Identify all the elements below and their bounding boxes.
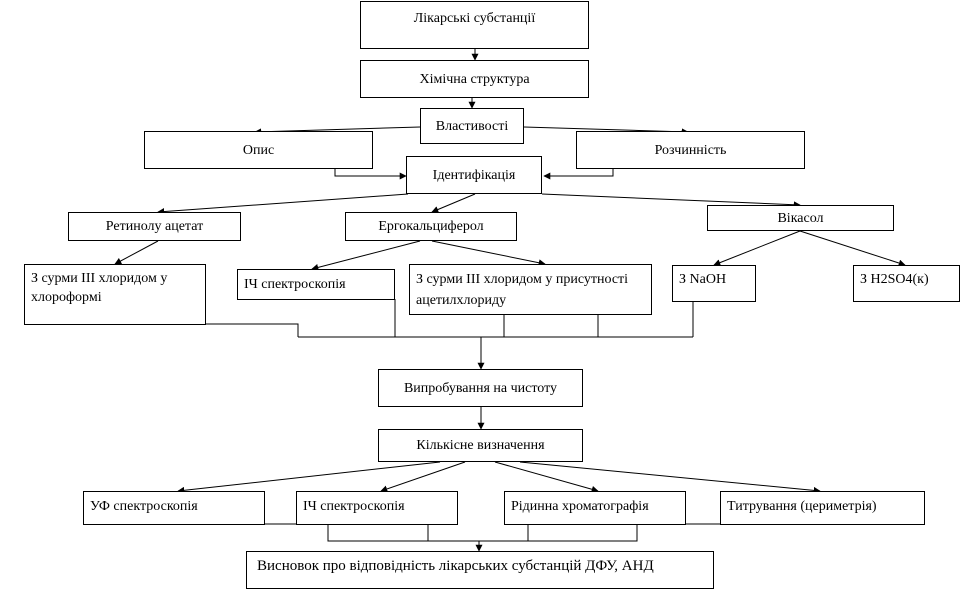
node-quantitative: Кількісне визначення	[378, 429, 583, 462]
node-properties: Властивості	[420, 108, 524, 144]
node-chemical-structure: Хімічна структура	[360, 60, 589, 98]
arrow-vikasol-h2so4	[799, 230, 906, 267]
node-solubility: Розчинність	[576, 131, 805, 169]
node-vikasol: Вікасол	[707, 205, 894, 231]
node-purity-test: Випробування на чистоту	[378, 369, 583, 407]
node-identification: Ідентифікація	[406, 156, 542, 194]
arrow-ergocalciferol-ir	[311, 240, 421, 271]
node-ir-identification: ІЧ спектроскопія	[237, 269, 395, 300]
arrow-identification-vikasol	[541, 193, 801, 209]
arrow-solubility-identification	[543, 168, 614, 180]
node-sb-chloroform: З сурми ІІІ хлоридом у хлороформі	[24, 264, 206, 325]
arrow-identification-retinol	[157, 193, 409, 216]
collector-uv-ir	[264, 523, 429, 542]
node-uv-spectroscopy: УФ спектроскопія	[83, 491, 265, 525]
node-sb-acetylchloride: З сурми ІІІ хлоридом у присутності ацети…	[409, 264, 652, 315]
arrow-vikasol-naoh	[713, 230, 801, 266]
arrow-quantitative-titration	[519, 461, 821, 494]
node-h2so4: З H2SO4(к)	[853, 265, 960, 302]
node-description: Опис	[144, 131, 373, 169]
node-substances: Лікарські субстанції	[360, 1, 589, 49]
node-conclusion: Висновок про відповідність лікарських су…	[246, 551, 714, 589]
arrow-description-identification	[334, 168, 407, 180]
node-ir-quantitative: ІЧ спектроскопія	[296, 491, 458, 525]
node-retinol-acetate: Ретинолу ацетат	[68, 212, 241, 241]
node-naoh: З NaOH	[672, 265, 756, 302]
collector-sb-chloroform	[205, 323, 299, 337]
node-ergocalciferol: Ергокальциферол	[345, 212, 517, 241]
node-titration: Титрування (цериметрія)	[720, 491, 925, 525]
collector-lc-titration	[527, 523, 720, 542]
node-liquid-chromatography: Рідинна хроматографія	[504, 491, 686, 525]
arrow-quantitative-uv	[177, 461, 441, 494]
arrow-quantitative-lc	[494, 461, 599, 493]
arrow-retinol-sb-chloroform	[114, 240, 159, 265]
arrow-ergocalciferol-sb-acetyl	[431, 240, 546, 267]
arrow-identification-ergocalciferol	[431, 193, 476, 213]
arrow-quantitative-ir	[380, 461, 466, 493]
